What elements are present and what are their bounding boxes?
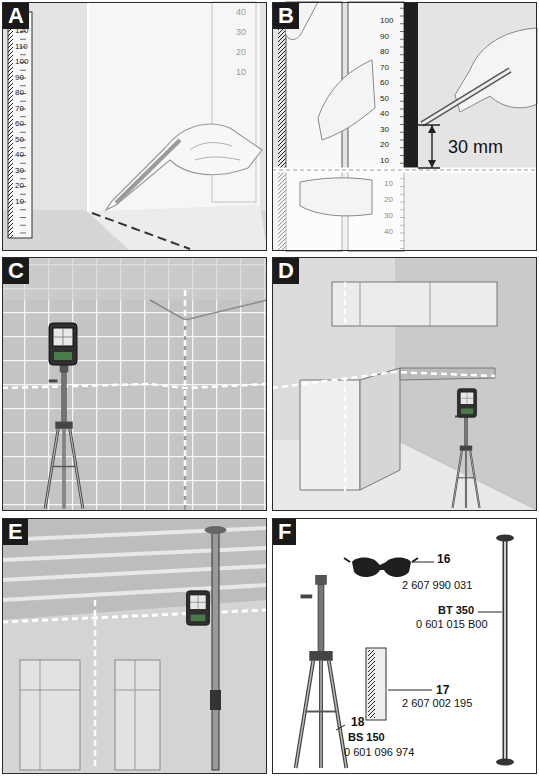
ruler-number: 90 [15,74,24,82]
part-number: 0 601 015 B00 [416,619,488,630]
ruler-number: 60 [15,120,24,128]
ruler-number: 120 [15,27,28,35]
panel-frame: C [2,257,267,511]
ruler-number: 30 [380,126,389,134]
ruler-number: 110 [15,43,28,51]
ruler-number: 90 [380,33,389,41]
ruler-number: 30 [384,212,393,220]
ruler-number: 30 [15,167,24,175]
panel-letter: C [3,258,29,284]
ruler-number: 50 [380,95,389,103]
dimension: 30 mm [448,138,503,156]
ruler-number: 10 [15,198,24,206]
ruler-number: 20 [15,182,24,190]
ruler-number: 10 [236,68,246,77]
ruler-number: 10 [384,180,393,188]
panel-frame: E [2,518,267,774]
ruler-number: 30 [236,28,246,37]
ruler-number: 40 [380,110,389,118]
ruler-number: 40 [15,151,24,159]
ruler-number: 70 [15,105,24,113]
ruler-number: 40 [236,8,246,17]
part-number: 0 601 096 974 [344,747,414,758]
ruler-number: 20 [236,48,246,57]
part-name: BT 350 [438,605,474,616]
part-number: 2 607 002 195 [402,698,472,709]
ruler-number: 20 [380,141,389,149]
ruler-number: 50 [15,136,24,144]
ruler-number: 70 [380,64,389,72]
panel-letter: D [273,258,299,284]
panel-letter: B [273,3,299,29]
ruler-number: 60 [380,79,389,87]
panel-frame: F [272,518,537,774]
ruler-number: 80 [380,48,389,56]
ruler-number: 20 [384,196,393,204]
callout-number: 17 [436,684,449,696]
ruler-number: 100 [15,58,28,66]
ruler-number: 40 [384,228,393,236]
ruler-number: 100 [380,17,393,25]
part-name: BS 150 [348,732,385,743]
part-number: 2 607 990 031 [402,580,472,591]
callout-number: 16 [437,553,450,565]
ruler-number: 80 [15,89,24,97]
ruler-number: 10 [380,157,389,165]
panel-letter: A [3,3,29,29]
panel-frame: B [272,2,537,251]
panel-letter: E [3,519,28,545]
panel-frame: D [272,257,537,511]
panel-letter: F [273,519,296,545]
panel-frame: A [2,2,267,251]
callout-number: 18 [351,716,364,728]
